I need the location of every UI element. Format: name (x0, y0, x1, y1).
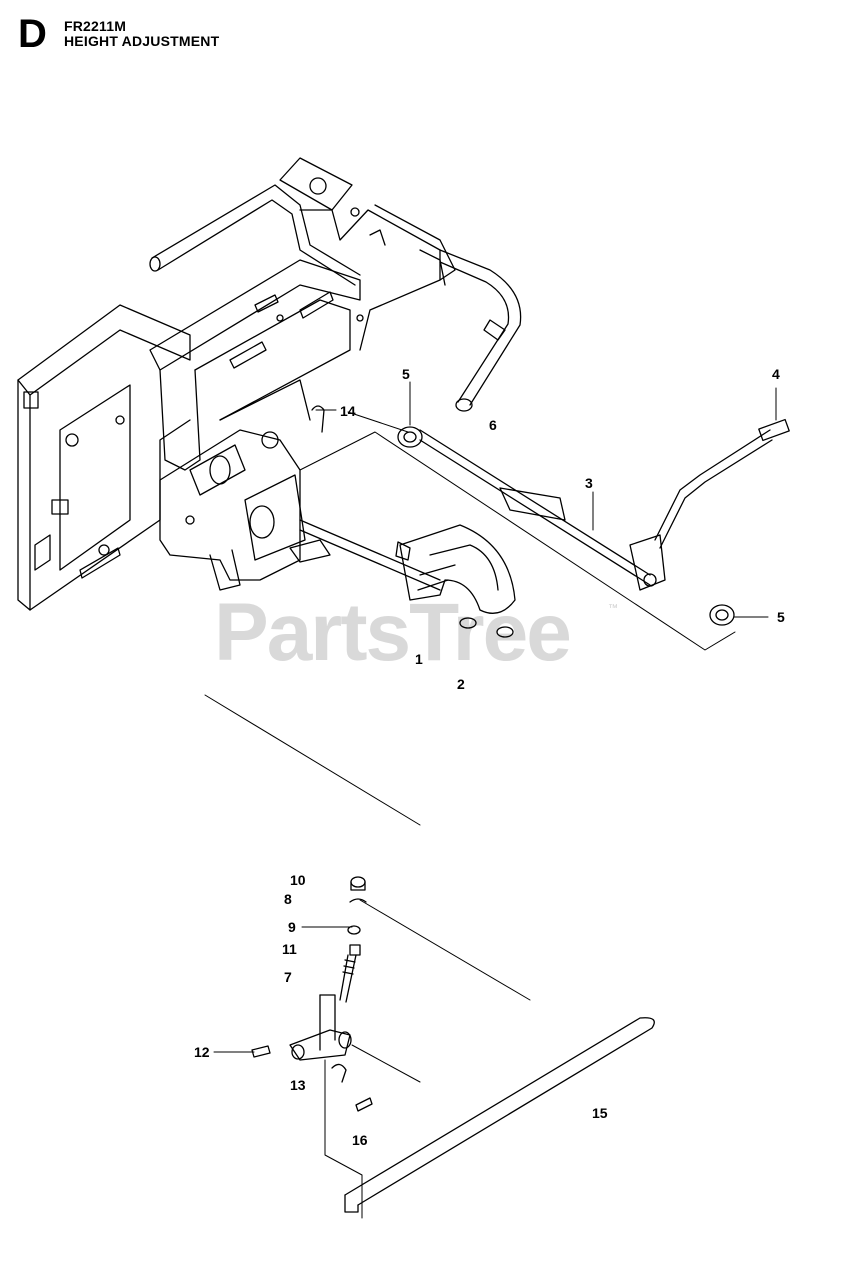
chassis-frame (17, 157, 456, 611)
guide-lines-upper (204, 411, 736, 826)
callout-9: 9 (288, 919, 296, 935)
callout-7: 7 (284, 969, 292, 985)
linkage-stud (339, 876, 367, 1003)
callout-16: 16 (352, 1132, 368, 1148)
callout-2: 2 (457, 676, 465, 692)
callout-8: 8 (284, 891, 292, 907)
callout-1: 1 (415, 651, 423, 667)
bushing-upper (397, 426, 423, 448)
callout-3: 3 (585, 475, 593, 491)
sector-plate (395, 524, 516, 638)
leader-lines (213, 381, 777, 1053)
bushing-lower (709, 604, 735, 626)
watermark-trademark: ™ (608, 603, 618, 614)
pin-12 (251, 1045, 271, 1058)
guide-lines-lower (324, 899, 531, 1219)
callout-5-upper: 5 (402, 366, 410, 382)
callout-4: 4 (772, 366, 780, 382)
section-letter: D (18, 12, 47, 56)
model-number: FR2211M (64, 18, 127, 34)
handle-bar (149, 184, 522, 412)
adjustment-bracket (159, 429, 306, 591)
watermark-logo: PartsTree (214, 587, 572, 678)
callout-14: 14 (340, 403, 356, 419)
diagram-title: HEIGHT ADJUSTMENT (64, 33, 220, 49)
pivot-bracket (289, 994, 352, 1061)
callout-12: 12 (194, 1044, 210, 1060)
callout-13: 13 (290, 1077, 306, 1093)
callout-5-lower: 5 (777, 609, 785, 625)
clip-13 (331, 1063, 347, 1083)
callout-15: 15 (592, 1105, 608, 1121)
callout-10: 10 (290, 872, 306, 888)
pivot-shaft (289, 519, 441, 591)
height-rod-15 (344, 1017, 655, 1213)
callout-11: 11 (282, 941, 297, 957)
pin-16 (355, 1097, 373, 1112)
callout-6: 6 (489, 417, 497, 433)
lever-shaft (419, 418, 790, 591)
